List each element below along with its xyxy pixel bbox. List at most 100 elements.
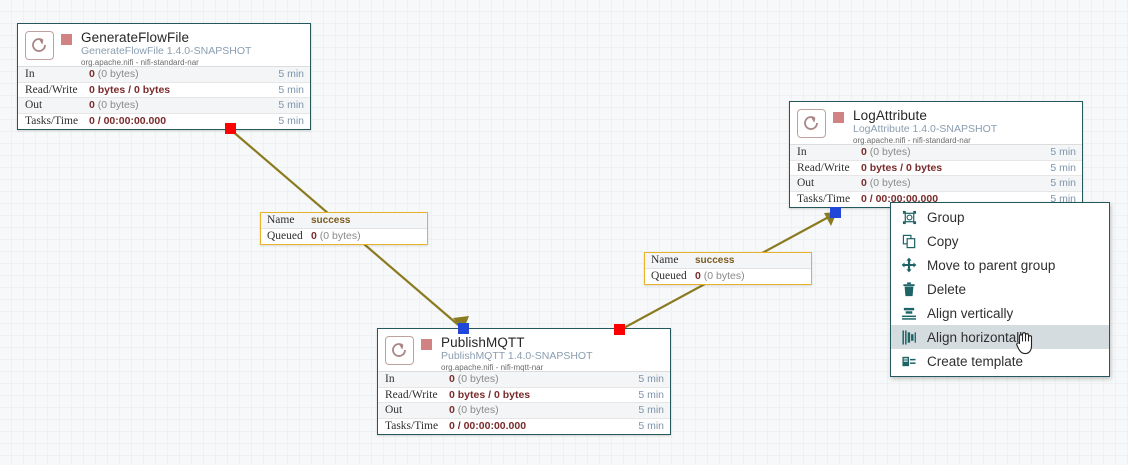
stat-row: Out 0 (0 bytes) 5 min [18, 98, 310, 114]
stat-label-read-write: Read/Write [797, 161, 850, 174]
stat-label-out: Out [385, 404, 403, 417]
processor-name: PublishMQTT [441, 336, 525, 350]
stat-out-value: 0 [449, 404, 455, 417]
stat-row: In 0 (0 bytes) 5 min [18, 67, 310, 83]
stat-out-time: 5 min [1050, 177, 1076, 190]
stat-label-tasks-time: Tasks/Time [797, 193, 851, 206]
stat-row: Out 0 (0 bytes) 5 min [790, 176, 1082, 192]
menu-item-label: Align vertically [927, 305, 1014, 321]
stat-in-value: 0 [89, 68, 95, 81]
processor-bundle: org.apache.nifi - nifi-standard-nar [81, 58, 199, 68]
processor-type: GenerateFlowFile 1.4.0-SNAPSHOT [81, 45, 252, 58]
connection-queued-size: (0 bytes) [316, 230, 361, 243]
align-horizontal-icon [900, 328, 918, 346]
trash-icon [900, 280, 918, 298]
connection-name-row: Name success [645, 253, 811, 269]
stat-label-tasks-time: Tasks/Time [385, 420, 439, 433]
processor-stats: In 0 (0 bytes) 5 min Read/Write 0 bytes … [18, 66, 310, 129]
processor-name: GenerateFlowFile [81, 31, 190, 45]
stat-read-write-time: 5 min [278, 83, 304, 96]
run-status-indicator [61, 34, 72, 45]
stat-in-time: 5 min [278, 68, 304, 81]
menu-item-label: Copy [927, 233, 959, 249]
menu-item-label: Delete [927, 281, 967, 297]
stat-read-write-value: 0 bytes / 0 bytes [861, 161, 943, 174]
stat-label-in: In [385, 373, 395, 386]
stat-label-in: In [25, 68, 35, 81]
menu-item-align-vertically[interactable]: Align vertically [891, 301, 1109, 325]
connection-source-endpoint[interactable] [225, 123, 236, 134]
menu-item-delete[interactable]: Delete [891, 277, 1109, 301]
connection-queued-key: Queued [651, 270, 687, 283]
connection-destination-endpoint[interactable] [458, 323, 469, 334]
connection-source-endpoint[interactable] [614, 324, 625, 335]
group-icon [900, 208, 918, 226]
run-status-indicator [833, 112, 844, 123]
stat-in-time: 5 min [638, 373, 664, 386]
stat-tasks-time-value: 0 / 00:00:00.000 [449, 420, 527, 433]
stat-row: Read/Write 0 bytes / 0 bytes 5 min [18, 82, 310, 98]
stat-read-write-time: 5 min [1050, 161, 1076, 174]
stat-in-detail: (0 bytes) [866, 146, 911, 159]
menu-item-group[interactable]: Group [891, 205, 1109, 229]
connection-queued-row: Queued 0 (0 bytes) [261, 228, 427, 244]
stat-label-tasks-time: Tasks/Time [25, 115, 79, 128]
connection-name-value: success [695, 254, 735, 266]
stat-in-time: 5 min [1050, 146, 1076, 159]
menu-item-label: Align horizontally [927, 329, 1030, 345]
processor-stats: In 0 (0 bytes) 5 min Read/Write 0 bytes … [378, 371, 670, 434]
stat-label-in: In [797, 146, 807, 159]
menu-item-label: Move to parent group [927, 257, 1056, 273]
connection-name-value: success [311, 214, 351, 226]
processor-icon [797, 109, 826, 138]
stat-out-detail: (0 bytes) [454, 404, 499, 417]
stat-in-value: 0 [449, 373, 455, 386]
template-icon [900, 352, 918, 370]
processor-publishmqtt[interactable]: PublishMQTT PublishMQTT 1.4.0-SNAPSHOT o… [377, 328, 671, 435]
connection-label-success-2[interactable]: Name success Queued 0 (0 bytes) [644, 252, 812, 285]
run-status-indicator [421, 339, 432, 350]
stat-label-out: Out [25, 99, 43, 112]
stat-label-read-write: Read/Write [25, 83, 78, 96]
processor-stats: In 0 (0 bytes) 5 min Read/Write 0 bytes … [790, 144, 1082, 207]
stat-out-value: 0 [89, 99, 95, 112]
processor-name: LogAttribute [853, 109, 927, 123]
stat-row: Tasks/Time 0 / 00:00:00.000 5 min [18, 113, 310, 129]
processor-bundle: org.apache.nifi - nifi-standard-nar [853, 136, 971, 146]
menu-item-align-horizontally[interactable]: Align horizontally [891, 325, 1109, 349]
menu-item-copy[interactable]: Copy [891, 229, 1109, 253]
processor-icon [25, 31, 54, 60]
stat-read-write-time: 5 min [638, 388, 664, 401]
processor-type: LogAttribute 1.4.0-SNAPSHOT [853, 123, 998, 136]
processor-logattribute[interactable]: LogAttribute LogAttribute 1.4.0-SNAPSHOT… [789, 101, 1083, 208]
stat-row: Out 0 (0 bytes) 5 min [378, 403, 670, 419]
processor-generateflowfile[interactable]: GenerateFlowFile GenerateFlowFile 1.4.0-… [17, 23, 311, 130]
stat-out-detail: (0 bytes) [866, 177, 911, 190]
processor-header: PublishMQTT PublishMQTT 1.4.0-SNAPSHOT o… [378, 329, 670, 373]
align-vertical-icon [900, 304, 918, 322]
stat-read-write-value: 0 bytes / 0 bytes [89, 83, 171, 96]
stat-out-detail: (0 bytes) [94, 99, 139, 112]
connection-label-success-1[interactable]: Name success Queued 0 (0 bytes) [260, 212, 428, 245]
stat-row: Read/Write 0 bytes / 0 bytes 5 min [790, 160, 1082, 176]
move-icon [900, 256, 918, 274]
menu-item-label: Create template [927, 353, 1024, 369]
processor-bundle: org.apache.nifi - nifi-mqtt-nar [441, 363, 544, 373]
stat-out-time: 5 min [278, 99, 304, 112]
copy-icon [900, 232, 918, 250]
menu-item-move-to-parent-group[interactable]: Move to parent group [891, 253, 1109, 277]
connection-queued-key: Queued [267, 230, 303, 243]
stat-in-detail: (0 bytes) [454, 373, 499, 386]
stat-out-time: 5 min [638, 404, 664, 417]
stat-out-value: 0 [861, 177, 867, 190]
processor-icon [385, 336, 414, 365]
connection-destination-endpoint[interactable] [830, 207, 841, 218]
context-menu[interactable]: Group Copy Move to parent group [890, 202, 1110, 377]
connection-queued-row: Queued 0 (0 bytes) [645, 268, 811, 284]
stat-tasks-time-time: 5 min [638, 420, 664, 433]
menu-item-create-template[interactable]: Create template [891, 349, 1109, 373]
connection-name-key: Name [651, 254, 679, 267]
stat-row: In 0 (0 bytes) 5 min [790, 145, 1082, 161]
processor-header: GenerateFlowFile GenerateFlowFile 1.4.0-… [18, 24, 310, 68]
